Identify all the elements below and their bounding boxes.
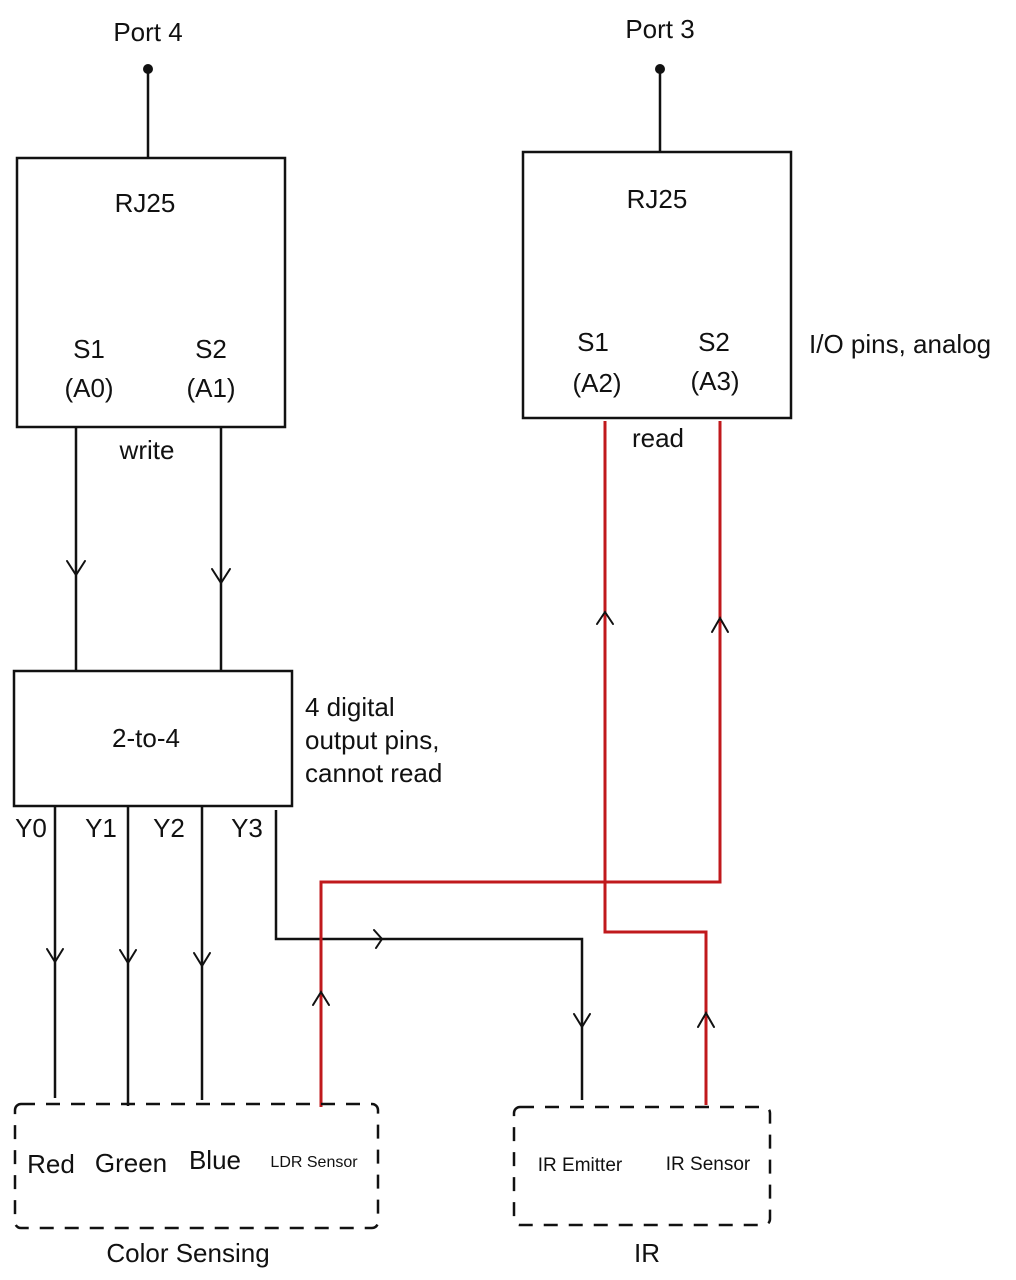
rj25-left-s2-label: S2: [195, 334, 227, 364]
ir-emitter-label: IR Emitter: [538, 1155, 623, 1176]
rj25-right-box: [521, 150, 793, 420]
rj25-right-s2-pin: (A3): [690, 366, 739, 396]
color-sensing-label: Color Sensing: [106, 1238, 269, 1268]
decoder-note-line-2: output pins,: [305, 725, 439, 755]
decoder-output-y1: Y1: [85, 813, 117, 843]
ir-sensor-label: IR Sensor: [666, 1154, 751, 1175]
ir-group-label: IR: [634, 1238, 660, 1268]
arrow-y3-horizontal: [373, 929, 384, 949]
read-wire-s1-ir-sensor: [603, 421, 708, 1105]
arrow-read-s1: [596, 610, 614, 625]
decoder-box: [12, 669, 294, 808]
port-4-label: Port 4: [113, 17, 182, 47]
arrow-ldr-up: [312, 990, 330, 1006]
decoder-output-y3: Y3: [231, 813, 263, 843]
color-sensing-red: Red: [27, 1149, 75, 1179]
rj25-left-box: [15, 156, 287, 429]
color-sensing-ldr: LDR Sensor: [270, 1154, 358, 1171]
rj25-right-side-note: I/O pins, analog: [809, 329, 991, 359]
color-sensing-green: Green: [95, 1148, 167, 1178]
decoder-note-line-3: cannot read: [305, 758, 442, 788]
rj25-right-title: RJ25: [627, 184, 688, 214]
ir-group: [512, 1105, 772, 1227]
arrow-y1: [119, 949, 137, 965]
rj25-left-s1-label: S1: [73, 334, 105, 364]
decoder-output-y0: Y0: [15, 813, 47, 843]
color-sensing-blue: Blue: [189, 1145, 241, 1175]
rj25-left-s2-pin: (A1): [186, 373, 235, 403]
wire-y3-ir-emitter: [274, 810, 584, 1100]
color-sensing-group: [13, 1102, 380, 1230]
arrow-y3-down: [573, 1013, 591, 1029]
rj25-right-s1-pin: (A2): [572, 368, 621, 398]
arrow-read-s2: [711, 615, 729, 633]
read-wire-s2-ldr: [319, 421, 722, 1107]
write-arrow-s1: [66, 560, 86, 577]
port-3-label: Port 3: [625, 14, 694, 44]
arrow-ir-sensor-up: [697, 1010, 715, 1028]
read-label: read: [632, 423, 684, 453]
decoder-title: 2-to-4: [112, 723, 180, 753]
write-arrow-s2: [211, 568, 231, 585]
arrow-y0: [46, 948, 64, 964]
decoder-output-y2: Y2: [153, 813, 185, 843]
decoder-note-line-1: 4 digital: [305, 692, 395, 722]
rj25-left-title: RJ25: [115, 188, 176, 218]
write-label: write: [119, 435, 175, 465]
arrow-y2: [193, 952, 211, 968]
rj25-right-s2-label: S2: [698, 327, 730, 357]
rj25-right-s1-label: S1: [577, 327, 609, 357]
rj25-left-s1-pin: (A0): [64, 373, 113, 403]
